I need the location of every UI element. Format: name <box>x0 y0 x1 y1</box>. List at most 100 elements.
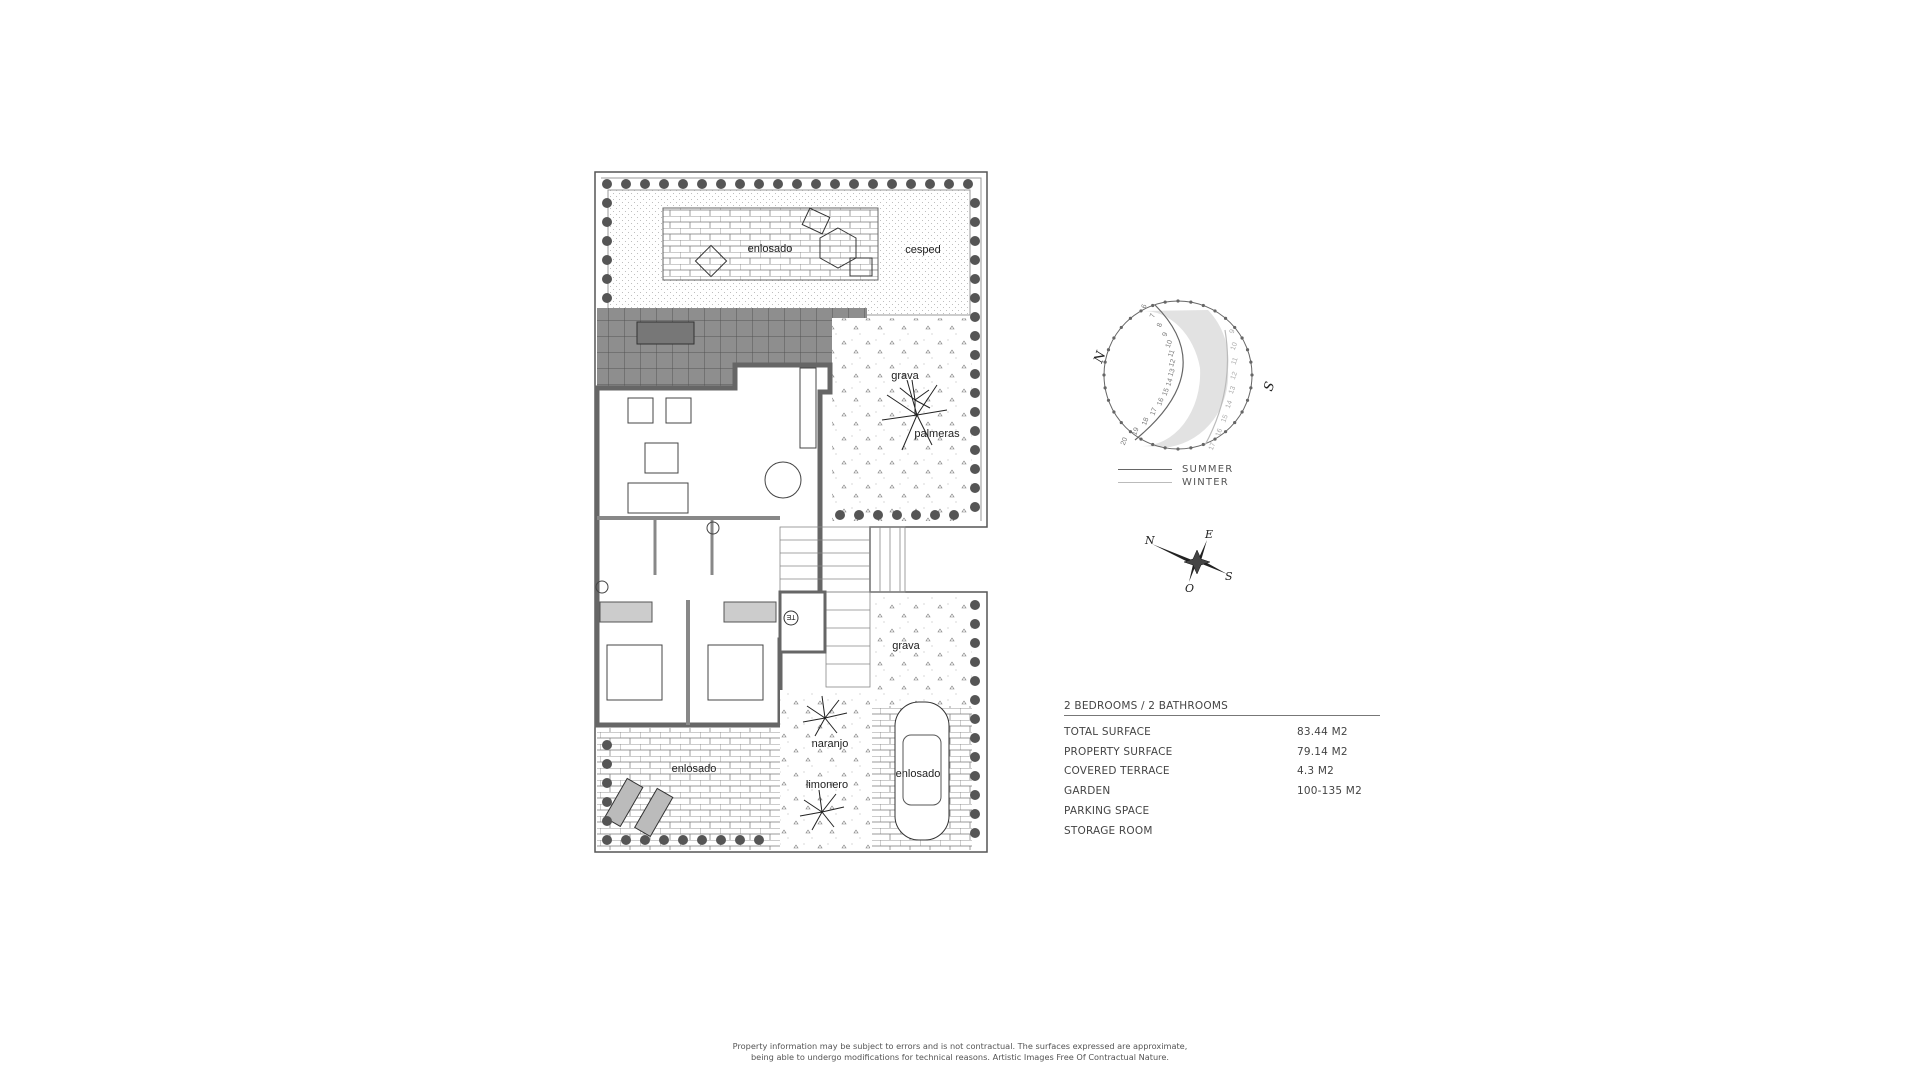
hedge-tree <box>602 797 612 807</box>
hedge-tree <box>830 179 840 189</box>
hedge-tree <box>970 619 980 629</box>
sun-chart-tick <box>1112 410 1116 414</box>
outdoor-furniture <box>694 207 873 278</box>
label-grava-top: grava <box>891 370 919 382</box>
label-enlosado-top: enlosado <box>748 243 793 255</box>
label-enlosado-bottom: enlosado <box>672 763 717 775</box>
hedge-tree <box>970 255 980 265</box>
hedge-tree <box>970 676 980 686</box>
armchair-icon <box>665 397 692 424</box>
sun-chart-tick <box>1139 309 1143 313</box>
sun-chart-tick <box>1163 300 1167 304</box>
hedge-tree <box>602 255 612 265</box>
hedge-tree <box>602 293 612 303</box>
label-enlosado-parking: enlosado <box>896 768 941 780</box>
hour-label: 13 <box>1167 368 1176 378</box>
winter-path <box>1204 329 1229 446</box>
car-icon <box>894 701 950 841</box>
disclaimer-line-1: Property information may be subject to e… <box>732 1041 1188 1051</box>
compass-o: O <box>1185 582 1194 595</box>
hedge-tree <box>970 388 980 398</box>
hour-label: 14 <box>1165 377 1174 387</box>
sun-chart-tick <box>1213 309 1217 313</box>
lemon-tree-icon <box>799 789 845 831</box>
hedge-tree <box>602 179 612 189</box>
hedge-tree <box>754 179 764 189</box>
hour-label: 15 <box>1220 414 1229 424</box>
hedge-tree <box>602 236 612 246</box>
hour-label: 8 <box>1156 322 1164 328</box>
hedge-tree <box>716 835 726 845</box>
sun-chart-tick <box>1245 398 1250 402</box>
toilet-icon <box>595 580 609 594</box>
sun-chart-tick <box>1201 303 1205 308</box>
hour-label: 20 <box>1120 437 1129 447</box>
sun-chart-tick <box>1151 303 1155 308</box>
hedge-tree <box>602 274 612 284</box>
hour-label: 13 <box>1228 385 1237 395</box>
hour-label: 14 <box>1225 400 1234 410</box>
sun-chart-tick <box>1119 420 1123 425</box>
label-naranjo: naranjo <box>812 738 849 750</box>
hedge-tree <box>640 835 650 845</box>
sun-chart-tick <box>1233 420 1237 425</box>
hedge-tree <box>854 510 864 520</box>
te-symbol <box>783 610 799 626</box>
sun-chart-tick <box>1223 316 1228 320</box>
hedge-tree <box>970 293 980 303</box>
hedge-tree <box>970 502 980 512</box>
sun-chart-tick <box>1189 300 1193 304</box>
sun-chart-legend: SUMMER WINTER <box>1118 463 1233 489</box>
hedge-tree <box>970 236 980 246</box>
spec-value: 100-135 M2 <box>1297 785 1362 798</box>
sun-chart-tick <box>1139 437 1143 441</box>
sun-chart-tick <box>1119 325 1123 330</box>
hedge-tree <box>970 331 980 341</box>
hedge-tree <box>970 483 980 493</box>
wardrobe-icon <box>599 601 653 623</box>
gravel-garden-lower <box>872 596 972 706</box>
bed-icon <box>707 644 764 701</box>
hour-label: 17 <box>1208 442 1217 452</box>
hour-label: 18 <box>1141 417 1150 427</box>
sun-chart-tick <box>1163 446 1167 450</box>
hour-label: 15 <box>1162 387 1171 397</box>
coffee-table-icon <box>644 442 679 474</box>
hour-label: 9 <box>1229 328 1237 334</box>
hedge-tree <box>970 350 980 360</box>
spec-label: PARKING SPACE <box>1064 805 1150 818</box>
bed-icon <box>606 644 663 701</box>
spec-row: PARKING SPACE <box>1064 801 1380 821</box>
hedge-tree <box>792 179 802 189</box>
hedge-tree <box>970 657 980 667</box>
hour-label: 11 <box>1231 356 1240 365</box>
hedge-tree <box>835 510 845 520</box>
sun-chart-tick <box>1106 348 1111 352</box>
hour-label: 11 <box>1167 349 1176 358</box>
hedge-tree <box>811 179 821 189</box>
hour-label: 10 <box>1230 341 1239 351</box>
hedge-tree <box>970 771 980 781</box>
hedge-tree <box>602 816 612 826</box>
car-roof-icon <box>902 734 942 806</box>
hedge-tree <box>970 426 980 436</box>
armchair-icon <box>627 397 654 424</box>
spec-value: 4.3 M2 <box>1297 765 1334 778</box>
winter-line-swatch <box>1118 481 1172 484</box>
hedge-tree <box>963 179 973 189</box>
label-palmeras: palmeras <box>914 428 960 440</box>
spec-value: 79.14 M2 <box>1297 745 1348 758</box>
hour-label: 17 <box>1150 407 1159 417</box>
hedge-tree <box>868 179 878 189</box>
sun-chart-tick <box>1213 437 1217 441</box>
gravel-garden <box>832 318 972 521</box>
sun-chart-tick <box>1245 348 1250 352</box>
fruit-tree-garden <box>780 690 870 850</box>
hour-label: 12 <box>1230 371 1239 381</box>
hedge-tree <box>970 217 980 227</box>
kitchen-counter-icon <box>799 367 817 449</box>
wardrobe-icon <box>723 601 777 623</box>
